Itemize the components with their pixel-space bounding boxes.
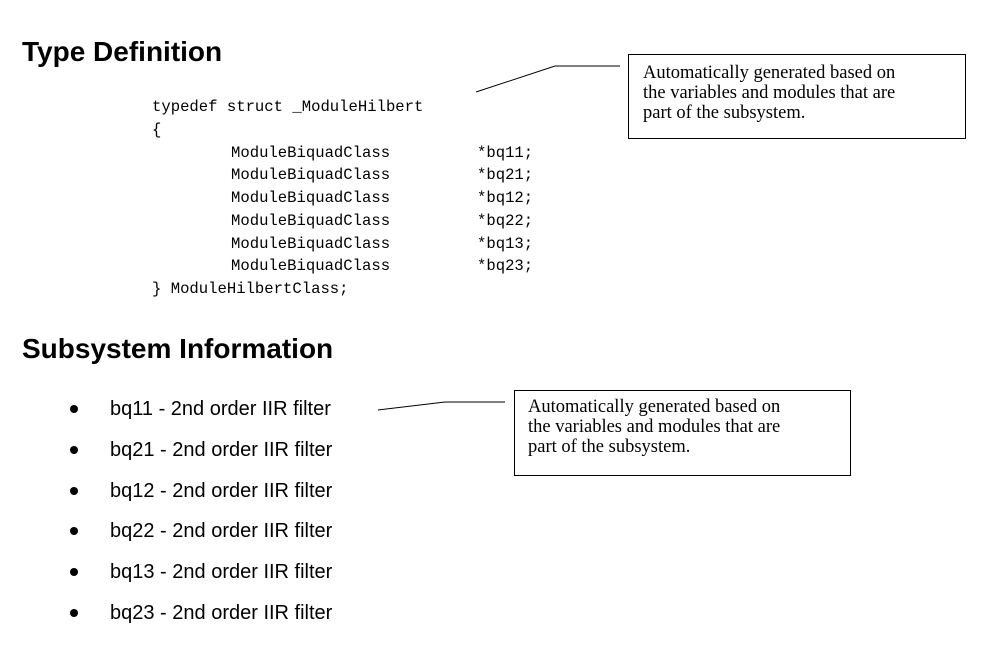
list-item: bq11 - 2nd order IIR filter: [66, 392, 332, 433]
code-open-brace: {: [152, 120, 162, 139]
code-member-name: *bq21;: [477, 166, 534, 185]
list-item-text: bq23 - 2nd order IIR filter: [110, 601, 333, 624]
callout-leader-line-subsystem: [377, 401, 505, 411]
code-member-line: ModuleBiquadClass *bq23;: [152, 255, 533, 278]
list-item-text: bq11 - 2nd order IIR filter: [110, 398, 331, 420]
type-definition-heading: Type Definition: [22, 36, 223, 67]
subsystem-information-heading: Subsystem Information: [22, 333, 334, 364]
callout-line: part of the subsystem.: [643, 103, 806, 123]
bullet-icon: [70, 445, 78, 454]
code-member-type: ModuleBiquadClass: [231, 234, 391, 253]
list-item-text: bq21 - 2nd order IIR filter: [110, 438, 333, 461]
code-typedef-footer: } ModuleHilbertClass;: [152, 280, 349, 298]
list-item-text: bq13 - 2nd order IIR filter: [110, 561, 333, 584]
code-member-name: *bq11;: [477, 143, 534, 162]
code-member-type: ModuleBiquadClass: [231, 143, 391, 162]
subsystem-list: bq11 - 2nd order IIR filter bq21 - 2nd o…: [66, 392, 332, 637]
callout-line: Automatically generated based on: [643, 63, 896, 83]
list-item: bq21 - 2nd order IIR filter: [66, 433, 332, 474]
code-member-line: ModuleBiquadClass *bq13;: [152, 233, 533, 256]
code-member-line: ModuleBiquadClass *bq22;: [152, 210, 533, 233]
callout-line: the variables and modules that are: [528, 417, 781, 437]
bullet-icon: [70, 527, 78, 536]
list-item-text: bq12 - 2nd order IIR filter: [110, 479, 333, 502]
code-member-type: ModuleBiquadClass: [231, 257, 391, 276]
code-member-type: ModuleBiquadClass: [231, 189, 391, 207]
list-item-text: bq22 - 2nd order IIR filter: [110, 520, 333, 543]
code-member-line: ModuleBiquadClass *bq11;: [152, 142, 533, 165]
list-item: bq12 - 2nd order IIR filter: [66, 474, 332, 515]
list-item: bq13 - 2nd order IIR filter: [66, 555, 332, 596]
callout-line: the variables and modules that are: [643, 83, 896, 103]
code-member-line: ModuleBiquadClass *bq12;: [152, 187, 533, 210]
callout-leader-line-typedef: [475, 65, 620, 93]
code-member-type: ModuleBiquadClass: [231, 211, 391, 230]
list-item: bq22 - 2nd order IIR filter: [66, 514, 332, 555]
list-item: bq23 - 2nd order IIR filter: [66, 596, 332, 637]
callout-typedef-note: Automatically generated based on the var…: [628, 54, 966, 139]
bullet-icon: [70, 608, 78, 617]
bullet-icon: [70, 486, 78, 495]
code-typedef-header: typedef struct _ModuleHilbert: [152, 98, 424, 116]
callout-line: Automatically generated based on: [528, 397, 781, 417]
code-member-name: *bq12;: [477, 189, 534, 207]
code-member-line: ModuleBiquadClass *bq21;: [152, 164, 533, 187]
callout-line: part of the subsystem.: [528, 437, 691, 457]
code-member-name: *bq23;: [477, 257, 534, 276]
code-member-name: *bq13;: [477, 234, 534, 253]
callout-subsystem-note: Automatically generated based on the var…: [514, 390, 851, 476]
bullet-icon: [70, 568, 78, 577]
typedef-code-block: typedef struct _ModuleHilbert { ModuleBi…: [152, 96, 533, 301]
bullet-icon: [70, 405, 78, 413]
code-member-name: *bq22;: [477, 211, 534, 230]
code-member-type: ModuleBiquadClass: [231, 166, 391, 185]
